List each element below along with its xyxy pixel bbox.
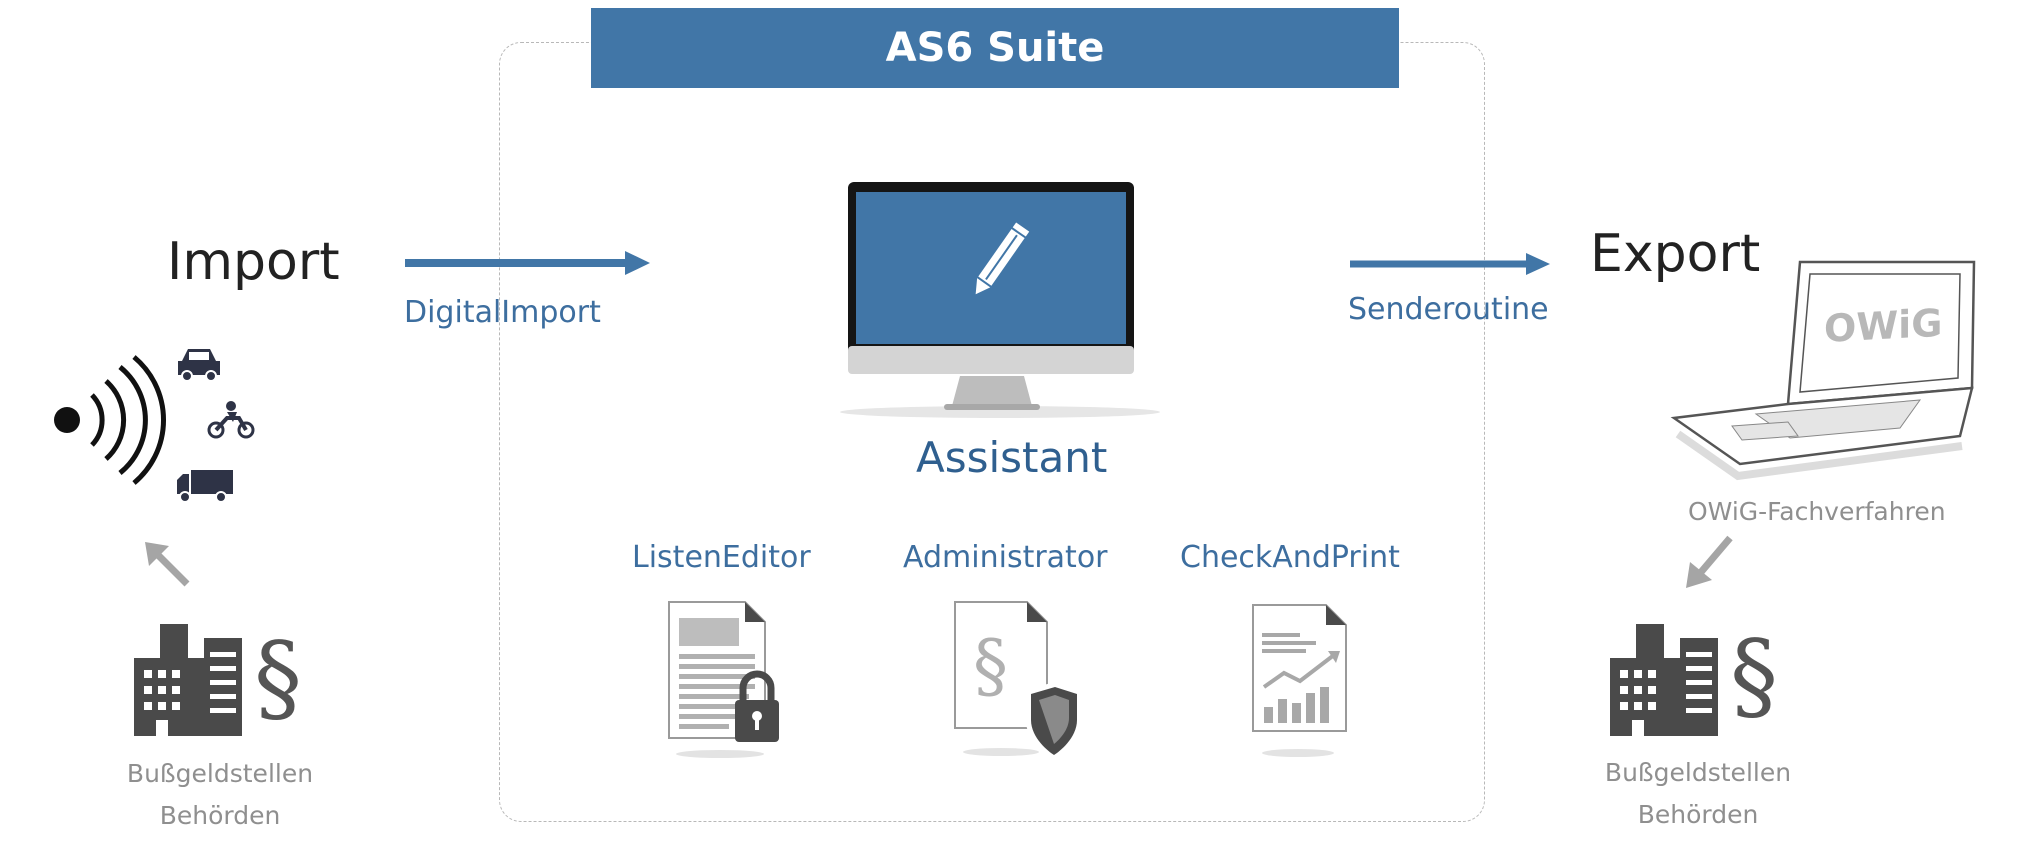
left-authority-label: Bußgeldstellen Behörden <box>110 753 330 837</box>
right-authority-line1: Bußgeldstellen <box>1604 758 1792 787</box>
car-icon <box>178 349 220 382</box>
tool-label-administrator: Administrator <box>903 540 1108 575</box>
suite-title: AS6 Suite <box>591 8 1399 88</box>
paragraph-icon: § <box>254 622 302 734</box>
grey-arrow-up-left <box>145 542 190 587</box>
motorcycle-icon <box>207 401 255 439</box>
laptop-screen-text: OWiG <box>1824 301 1942 351</box>
digital-import-label: DigitalImport <box>404 295 601 330</box>
import-title: Import <box>167 232 340 292</box>
authority-building-icon-right <box>1610 624 1718 736</box>
svg-text:§: § <box>973 625 1008 707</box>
senderoutine-label: Senderoutine <box>1348 292 1549 327</box>
owig-caption: OWiG-Fachverfahren <box>1688 497 1946 526</box>
paragraph-shield-document-icon: § <box>954 601 1082 762</box>
truck-icon <box>177 470 233 503</box>
right-authority-line2: Behörden <box>1637 800 1759 829</box>
laptop-icon: OWiG <box>1670 260 1976 481</box>
paragraph-icon-right: § <box>1730 620 1778 732</box>
export-title: Export <box>1590 224 1761 284</box>
right-authority-label: Bußgeldstellen Behörden <box>1588 752 1808 836</box>
assistant-label: Assistant <box>916 433 1108 482</box>
sensor-waves-icon <box>54 355 167 485</box>
left-authority-line2: Behörden <box>159 801 281 830</box>
document-lock-icon <box>668 601 779 758</box>
tool-label-checkandprint: CheckAndPrint <box>1180 540 1400 575</box>
left-authority-line1: Bußgeldstellen <box>126 759 314 788</box>
export-arrow <box>1350 253 1550 275</box>
authority-building-icon <box>134 624 242 736</box>
import-arrow <box>405 251 650 275</box>
grey-arrow-down-left <box>1686 535 1733 588</box>
tool-label-listeneditor: ListenEditor <box>632 540 811 575</box>
chart-document-icon <box>1252 604 1347 757</box>
monitor-pencil-icon <box>840 182 1160 418</box>
